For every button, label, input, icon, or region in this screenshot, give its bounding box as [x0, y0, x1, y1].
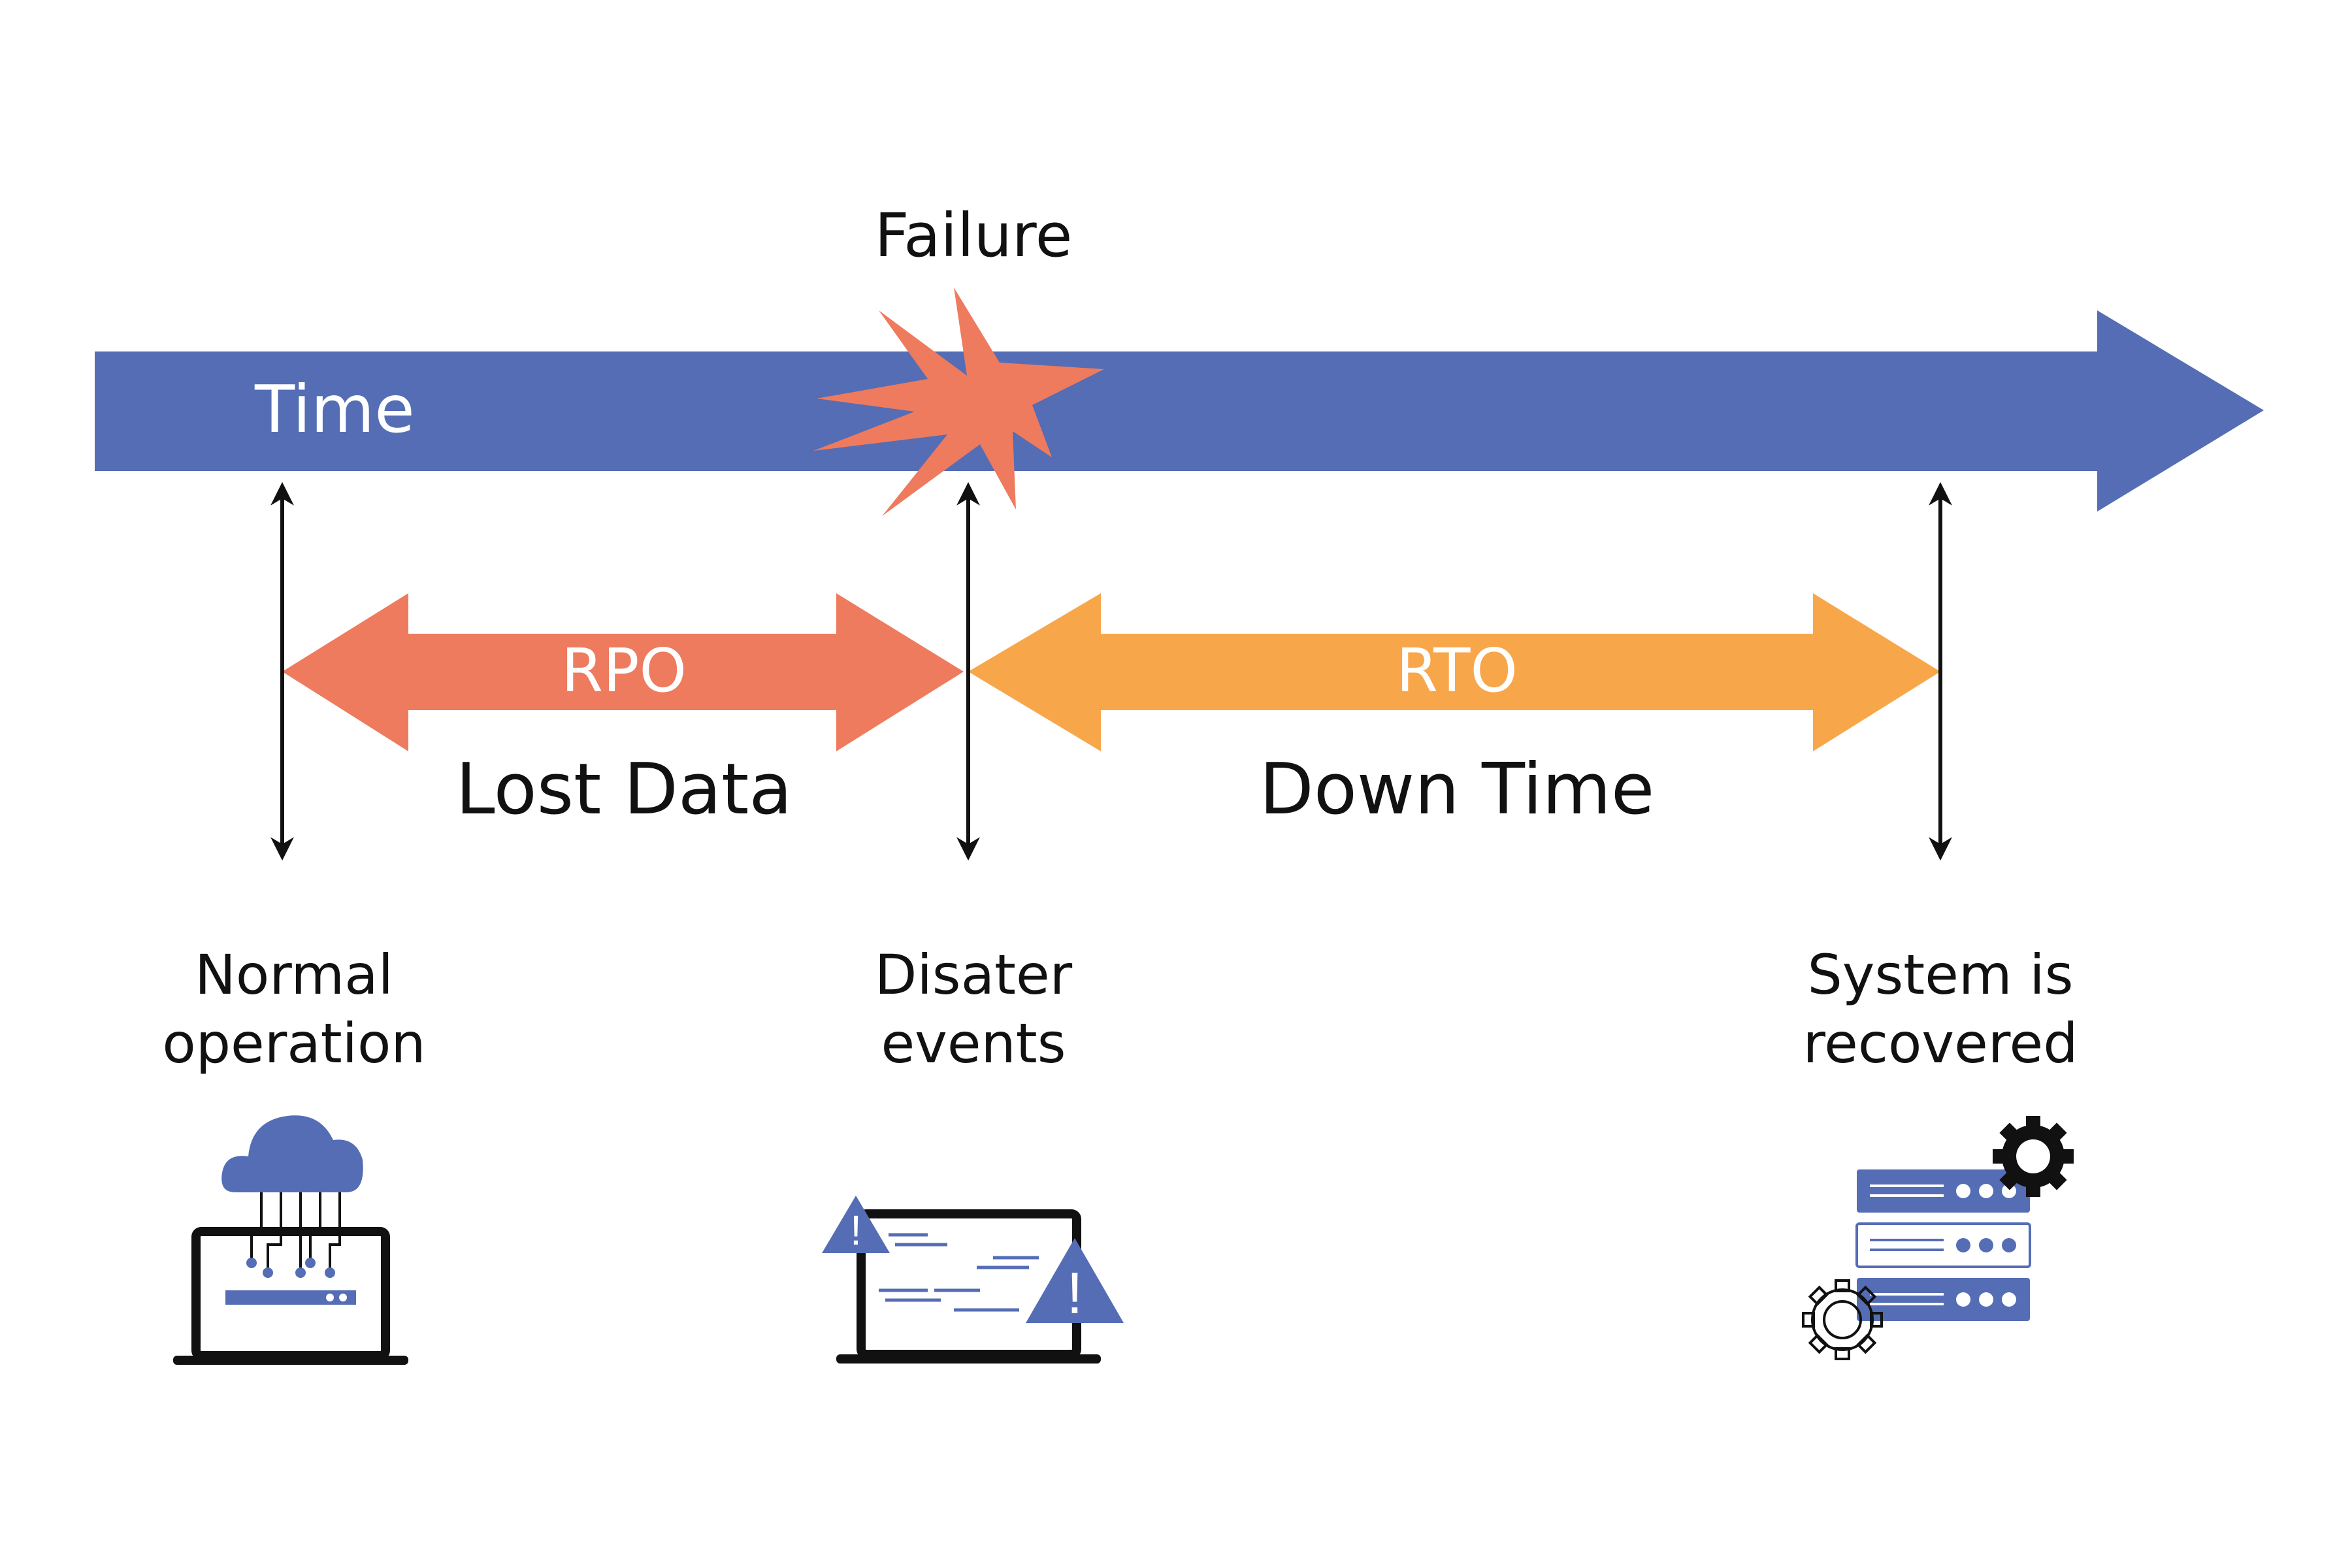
stage-normal-operation: Normal operation — [131, 941, 457, 1078]
rpo-label: RPO — [561, 636, 687, 706]
stage-recovered-line1: System is — [1807, 943, 2074, 1007]
time-label: Time — [255, 371, 415, 448]
stage-system-recovered: System is recovered — [1764, 941, 2117, 1078]
failure-label: Failure — [874, 201, 1073, 270]
failure-burst-icon — [813, 287, 1104, 516]
rpo-arrow — [282, 593, 964, 751]
rto-label: RTO — [1396, 636, 1518, 706]
rto-arrow — [968, 593, 1940, 751]
time-arrow — [95, 310, 2264, 512]
svg-text:!: ! — [850, 1207, 862, 1254]
stage-normal-line1: Normal — [195, 943, 393, 1007]
stage-recovered-line2: recovered — [1803, 1011, 2078, 1075]
stage-normal-line2: operation — [162, 1011, 426, 1075]
stage-disaster-line2: events — [881, 1011, 1066, 1075]
svg-text:!: ! — [1066, 1261, 1083, 1326]
warning-laptop-icon: ! ! — [822, 1196, 1124, 1364]
down-time-caption: Down Time — [1259, 749, 1655, 830]
lost-data-caption: Lost Data — [455, 749, 792, 830]
stage-disaster-events: Disater events — [810, 941, 1137, 1078]
cloud-laptop-icon — [173, 1115, 408, 1365]
server-gears-icon — [1802, 1116, 2074, 1360]
stage-disaster-line1: Disater — [874, 943, 1073, 1007]
